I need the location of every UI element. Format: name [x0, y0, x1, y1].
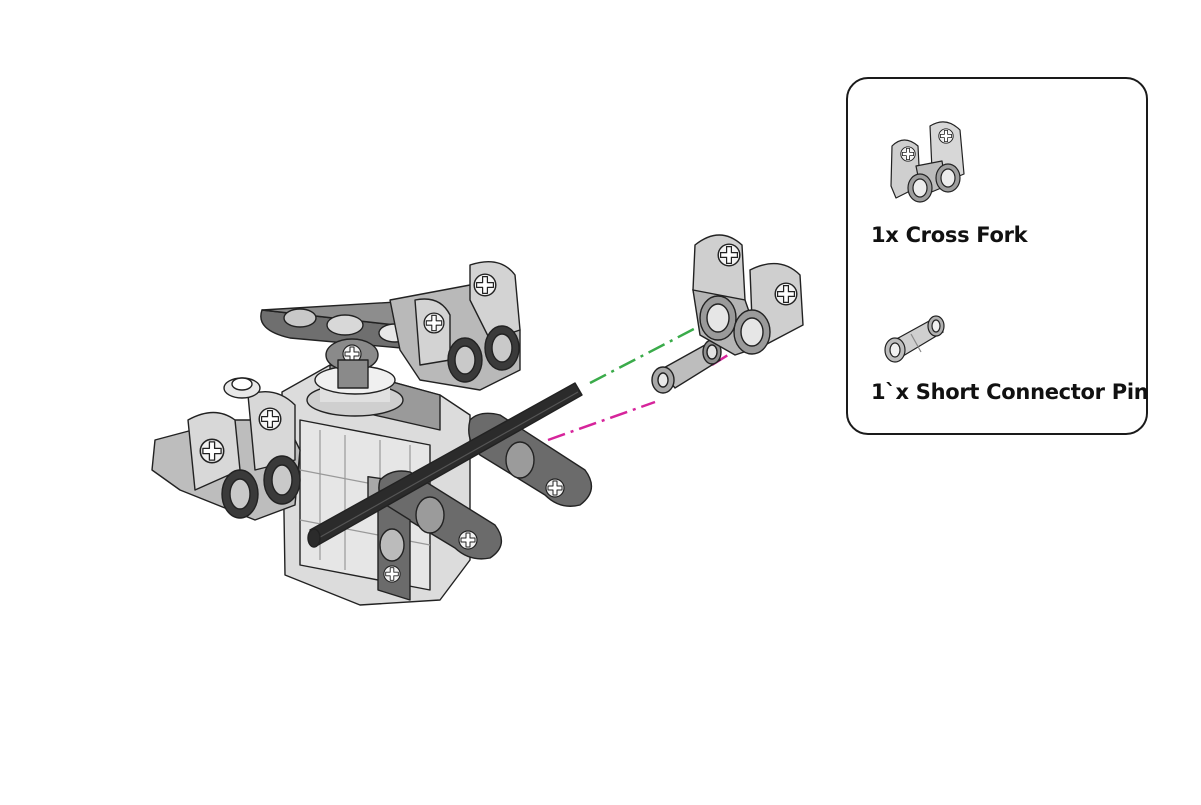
motor-assembly: [151, 261, 593, 606]
cross-fork-icon: [890, 121, 965, 203]
short-connector-pin-icon: [884, 315, 945, 363]
exploded-cross-fork: [692, 234, 804, 356]
part-label-cross-fork: 1x Cross Fork: [871, 223, 1028, 247]
parts-list-panel: [846, 77, 1148, 435]
part-label-short-connector-pin: 1`x Short Connector Pin: [871, 380, 1149, 404]
exploded-connector-pin: [651, 339, 722, 394]
green-guide-line: [589, 316, 716, 385]
